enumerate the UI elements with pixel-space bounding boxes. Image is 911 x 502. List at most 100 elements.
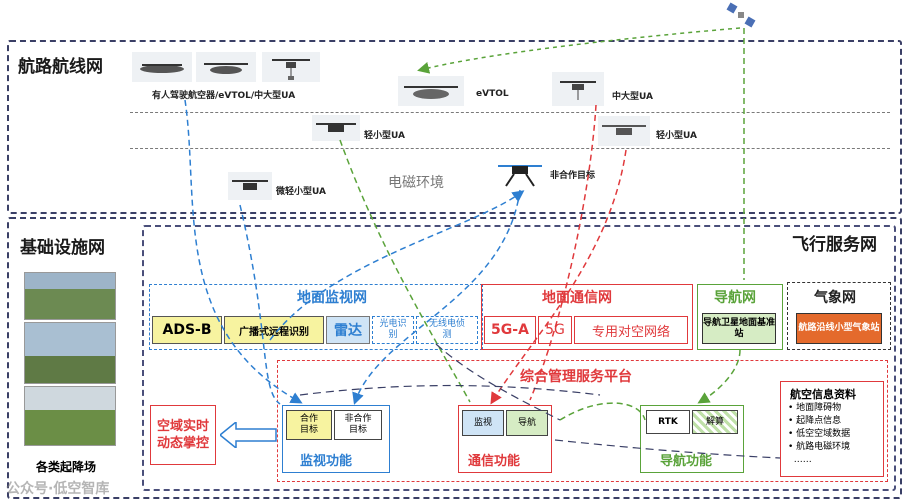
broadcast-remote-id-label: 广播式远程识别 (239, 326, 309, 338)
manned-aircraft-label: 有人驾驶航空器/eVTOL/中大型UA (152, 91, 296, 101)
manned-aircraft-icon (132, 52, 192, 82)
red-link-mid (490, 149, 627, 405)
airport-photo-2 (24, 322, 116, 384)
micro-light-uav-icon (228, 172, 272, 200)
communication-function-panel (458, 405, 552, 473)
optoelectronic-label: 光电识别 (379, 319, 407, 340)
aviation-info-item: • 起降点信息 (788, 416, 842, 426)
aviation-info-panel (780, 381, 884, 477)
non-cooperative-target-box-label: 非合作目标 (344, 414, 372, 435)
light-small-uav-right-icon (598, 116, 650, 146)
dedicated-air-network-box: 专用对空网络 (574, 316, 688, 344)
cooperative-target-box: 合作目标 (286, 410, 332, 440)
aviation-info-list: • 地面障碍物 • 起降点信息 • 低空空域数据 • 航路电磁环境 …… (788, 402, 850, 467)
green-link-nav-down (697, 349, 741, 404)
micro-light-uav-label: 微轻小型UA (276, 187, 326, 197)
comm-monitor-label: 监视 (473, 417, 492, 428)
airspace-control-box: 空域实时动态掌控 (150, 405, 216, 465)
navigation-station-label: 导航卫星地面基准站 (703, 317, 776, 339)
radio-detection-label: 无线电侦测 (428, 319, 465, 340)
rtk-box: RTK (646, 410, 690, 434)
management-platform-panel (277, 360, 888, 482)
5g-box: 5G (538, 316, 572, 344)
airspace-control-label: 空域实时动态掌控 (157, 419, 210, 451)
flight-service-network-title: 飞行服务网 (792, 235, 877, 255)
blue-link-adsb (184, 99, 303, 404)
flight-service-network-region (142, 225, 896, 491)
navigation-title: 导航网 (714, 290, 756, 306)
green-link-to-uav (417, 27, 741, 74)
5g-a-label: 5G-A (491, 322, 529, 338)
light-small-uav-left-label: 轻小型UA (364, 131, 405, 141)
heavy-uav-icon (262, 52, 320, 82)
evtol-label: eVTOL (476, 89, 509, 99)
broadcast-remote-id-box: 广播式远程识别 (224, 316, 324, 344)
red-link-top (529, 104, 597, 401)
communication-function-label: 通信功能 (468, 454, 521, 469)
comm-monitor-box: 监视 (462, 410, 504, 436)
adsb-box: ADS-B (152, 316, 222, 344)
airports-label: 各类起降场 (36, 460, 97, 474)
evtol-icon (398, 76, 464, 106)
adsb-label: ADS-B (162, 322, 212, 338)
non-cooperative-target-label: 非合作目标 (550, 171, 596, 181)
optoelectronic-box: 光电识别 (372, 316, 414, 344)
weather-station-box: 航路沿线小型气象站 (796, 313, 882, 344)
aviation-info-item: …… (793, 455, 812, 465)
airport-photo-1 (24, 272, 116, 320)
non-cooperative-target-box: 非合作目标 (334, 410, 382, 440)
electromagnetic-environment-label: 电磁环境 (388, 175, 444, 191)
watermark: 公众号·低空智库 (6, 481, 110, 497)
comm-navigation-label: 导航 (517, 417, 536, 428)
green-link-comm (559, 402, 646, 421)
ground-surveillance-title: 地面监视网 (297, 290, 367, 306)
light-small-uav-right-label: 轻小型UA (656, 131, 697, 141)
aviation-info-item: • 航路电磁环境 (788, 442, 851, 452)
ground-communication-title: 地面通信网 (542, 290, 612, 306)
weather-station-label: 航路沿线小型气象站 (798, 323, 880, 333)
route-network-title: 航路航线网 (18, 57, 103, 77)
mid-large-uav-label: 中大型UA (612, 92, 653, 102)
blue-link-micro (239, 204, 281, 405)
airport-photo-3 (24, 386, 116, 446)
navy-link-radio (435, 343, 561, 421)
mid-large-uav-icon (552, 72, 604, 106)
infrastructure-network-region (7, 217, 902, 499)
radar-label: 雷达 (334, 323, 362, 339)
route-network-region (7, 40, 902, 214)
airway-line-lower (130, 148, 890, 149)
navigation-function-label: 导航功能 (660, 454, 713, 469)
aviation-info-item: • 地面障碍物 (788, 403, 842, 413)
navigation-function-panel (640, 405, 744, 473)
blue-link-up (269, 190, 525, 341)
satellite-icon (726, 2, 756, 28)
aviation-info-item: • 低空空域数据 (788, 429, 851, 439)
navigation-station-box: 导航卫星地面基准站 (702, 313, 776, 344)
ground-communication-panel (481, 284, 693, 350)
infrastructure-network-title: 基础设施网 (20, 238, 105, 258)
5g-a-box: 5G-A (484, 316, 536, 344)
resolve-label: 解算 (705, 416, 724, 427)
management-platform-title: 综合管理服务平台 (520, 369, 632, 385)
navy-link-info (554, 439, 781, 459)
airway-line-upper (130, 112, 890, 113)
weather-title: 气象网 (814, 290, 856, 306)
non-cooperative-target-icon (498, 165, 542, 187)
dedicated-air-network-label: 专用对空网络 (591, 324, 670, 340)
ground-surveillance-panel (149, 284, 483, 350)
navigation-panel (697, 284, 783, 350)
weather-panel (787, 282, 891, 350)
5g-label: 5G (545, 322, 565, 338)
surveillance-function-label: 监视功能 (300, 454, 353, 469)
light-small-uav-left-icon (312, 115, 360, 141)
green-link-em (339, 139, 471, 403)
rtk-label: RTK (658, 416, 678, 427)
comm-navigation-box: 导航 (506, 410, 548, 436)
evtol-small-icon (196, 52, 256, 82)
blue-link-noncoop (352, 189, 521, 405)
radar-box: 雷达 (326, 316, 370, 344)
aviation-info-title: 航空信息资料 (790, 388, 856, 401)
cooperative-target-label: 合作目标 (299, 414, 318, 435)
left-arrow-icon (220, 422, 277, 448)
